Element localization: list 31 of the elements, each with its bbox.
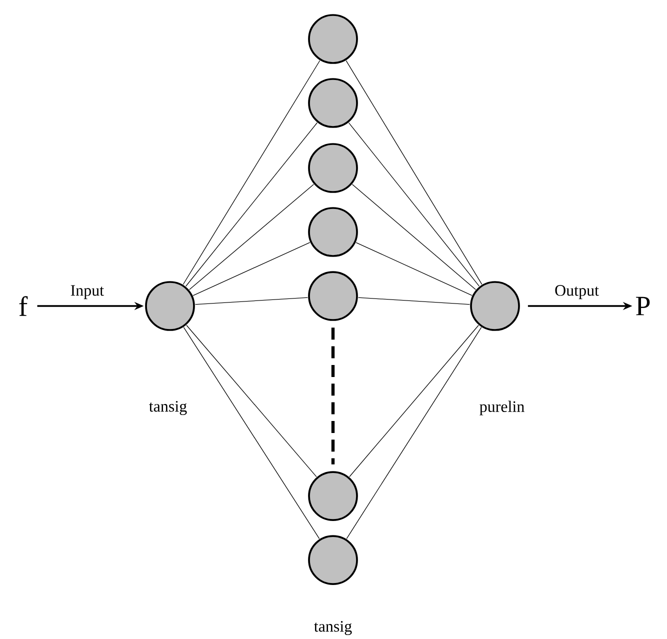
symbol-text: f xyxy=(19,296,28,316)
neuron-circle xyxy=(308,535,358,585)
edge-label: Output xyxy=(555,285,599,300)
edge-label: Input xyxy=(70,285,104,300)
connection-line xyxy=(352,184,476,290)
connection-line xyxy=(183,326,320,540)
neuron-circle xyxy=(308,271,358,321)
neuron-circle xyxy=(308,14,358,64)
connection-line xyxy=(194,297,308,305)
connection-line xyxy=(182,60,320,285)
neuron-circle xyxy=(470,281,520,331)
neuron-circle xyxy=(145,281,195,331)
neuron-circle xyxy=(308,207,358,257)
neuron-circle xyxy=(308,471,358,521)
ellipsis-line xyxy=(331,328,335,464)
connection-line xyxy=(186,324,317,478)
connection-line xyxy=(186,122,318,287)
neuron-circle xyxy=(308,78,358,128)
connection-line xyxy=(349,324,479,478)
connection-line xyxy=(346,327,482,539)
connection-line xyxy=(192,242,310,296)
function-label: tansig xyxy=(149,400,187,416)
function-label: tansig xyxy=(314,620,352,636)
connection-line xyxy=(356,242,472,296)
neuron-circle xyxy=(308,143,358,193)
connection-line xyxy=(358,297,470,305)
connection-line xyxy=(189,184,314,290)
connection-line xyxy=(348,122,480,287)
symbol-text: P xyxy=(636,296,650,316)
connection-line xyxy=(346,60,482,285)
function-label: purelin xyxy=(480,400,524,416)
